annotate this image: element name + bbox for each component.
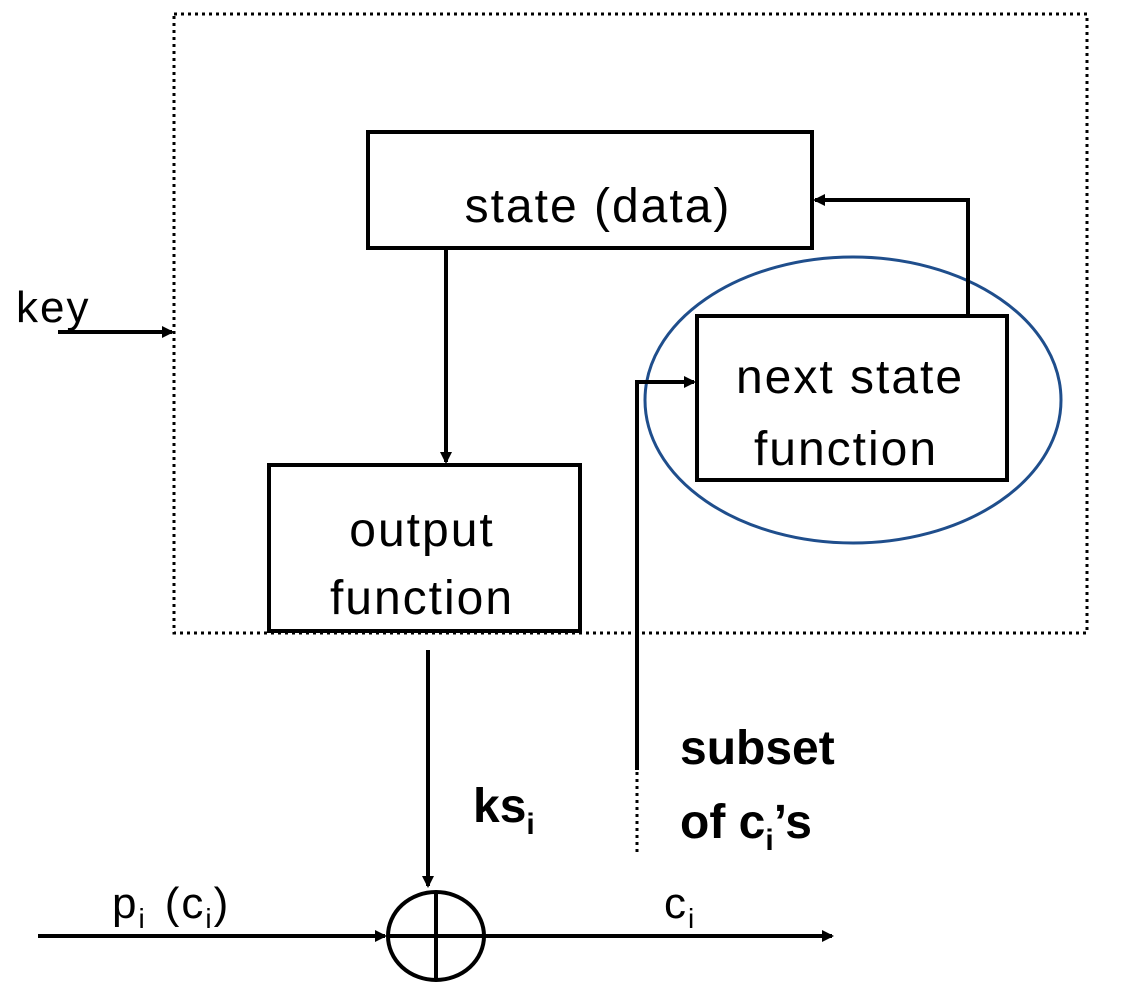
key-label: key bbox=[16, 283, 90, 332]
generator-boundary bbox=[172, 12, 1089, 635]
next-state-label-line2: function bbox=[754, 423, 938, 476]
xor-operator bbox=[386, 890, 486, 982]
plaintext-label: pi(ci) bbox=[112, 879, 230, 934]
output-label-line1: output bbox=[349, 504, 494, 557]
output-function-box: output function bbox=[267, 463, 582, 633]
ciphertext-label: ci bbox=[664, 879, 696, 934]
output-label-line2: function bbox=[330, 572, 514, 625]
state-box-label: state (data) bbox=[465, 180, 732, 233]
feedback-label-line1: subset bbox=[680, 722, 835, 775]
feedback-label-line2: of ci’s bbox=[680, 796, 812, 857]
keystream-label: ksi bbox=[473, 780, 535, 841]
next-state-label-line1: next state bbox=[736, 351, 964, 404]
ciphertext-feedback-line bbox=[635, 376, 696, 770]
feedback-arrow bbox=[813, 194, 970, 316]
state-box: state (data) bbox=[366, 130, 814, 250]
next-state-function-box: next state function bbox=[695, 314, 1009, 482]
next-state-highlight-ellipse bbox=[643, 255, 1063, 545]
